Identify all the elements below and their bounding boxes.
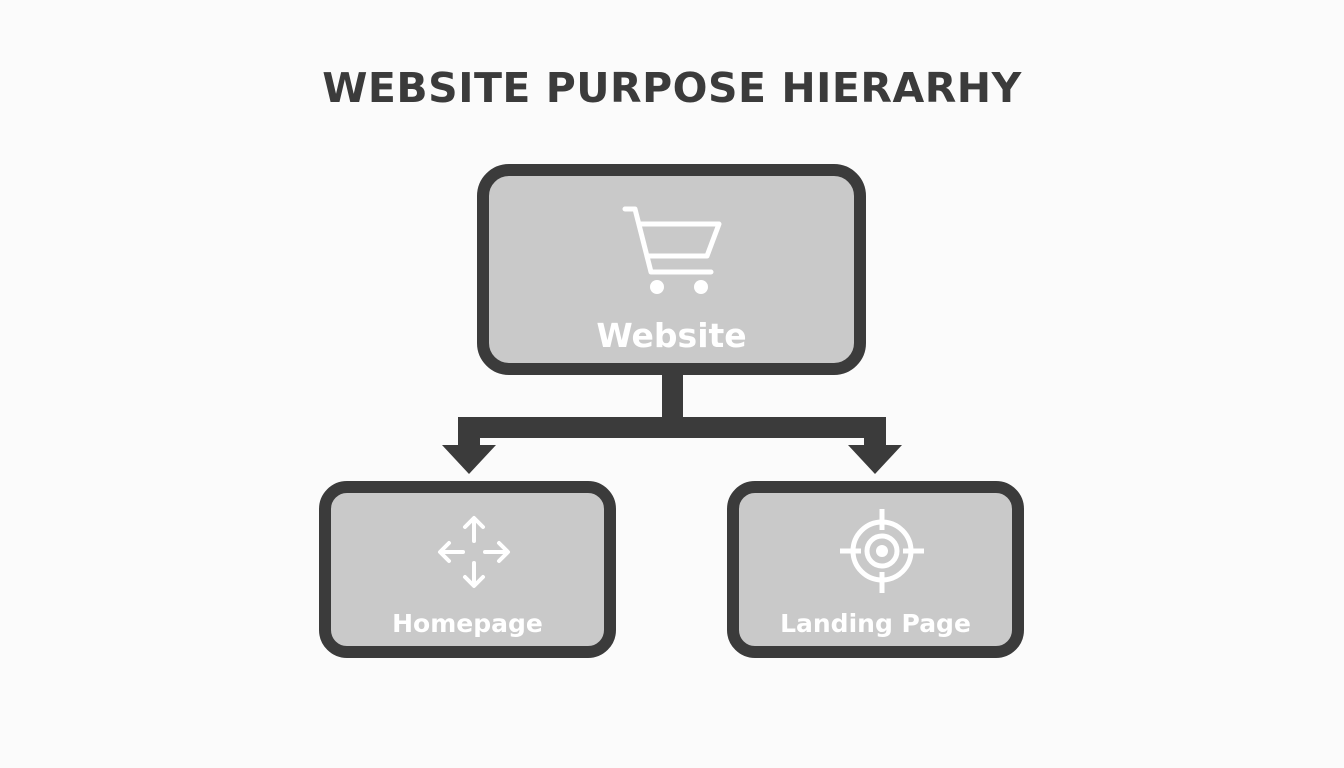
four-way-arrows-icon xyxy=(438,516,510,588)
target-crosshair-icon xyxy=(840,509,924,593)
shopping-cart-icon xyxy=(622,206,722,294)
arrowhead-right xyxy=(848,445,902,474)
diagram-title: WEBSITE PURPOSE HIERARHY xyxy=(322,64,1022,112)
node-homepage: Homepage xyxy=(319,481,616,658)
connector-bar xyxy=(458,417,886,438)
node-website: Website xyxy=(477,164,866,375)
node-label-homepage: Homepage xyxy=(392,609,543,638)
connector-right-drop xyxy=(864,417,886,447)
arrowhead-left xyxy=(442,445,496,474)
connector-left-drop xyxy=(458,417,480,447)
node-label-website: Website xyxy=(596,316,747,355)
connector-stem xyxy=(662,373,683,421)
node-label-landing-page: Landing Page xyxy=(780,609,971,638)
node-landing-page: Landing Page xyxy=(727,481,1024,658)
